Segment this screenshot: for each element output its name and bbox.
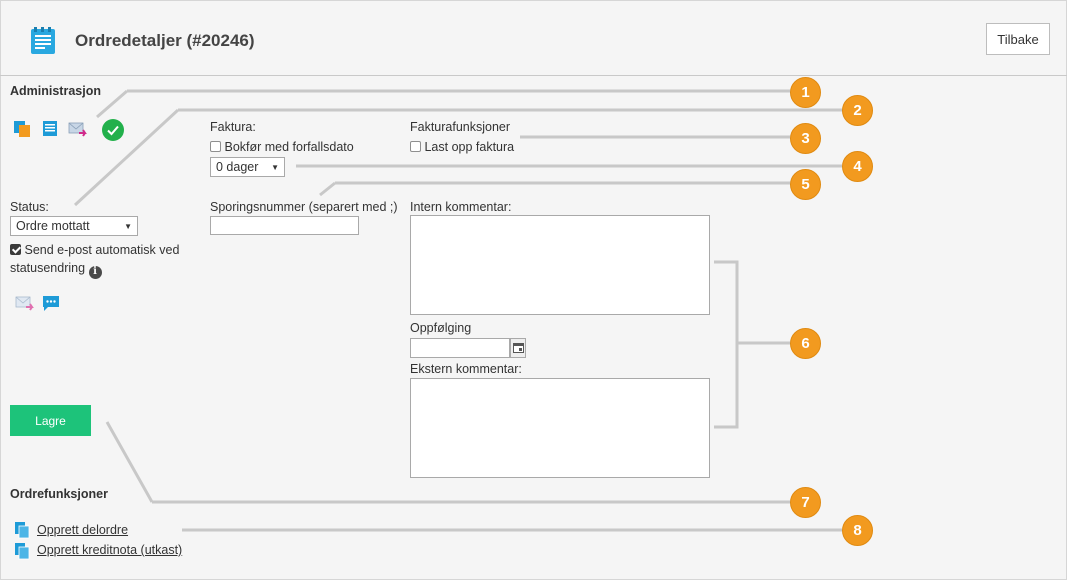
tracking-input[interactable] [210, 216, 359, 235]
book-due-option: Bokfør med forfallsdato [210, 140, 354, 154]
callout-badge-6: 6 [790, 328, 821, 359]
document-copy-icon [15, 543, 30, 560]
forward-email-icon[interactable] [15, 295, 35, 312]
external-comment-textarea[interactable] [410, 378, 710, 478]
status-select-value: Ordre mottatt [16, 219, 90, 233]
book-due-checkbox[interactable] [210, 141, 221, 152]
auto-email-label-line1: Send e-post automatisk ved [24, 243, 180, 257]
invoice-label: Faktura: [210, 120, 256, 134]
create-suborder-link[interactable]: Opprett delordre [37, 523, 129, 537]
upload-invoice-checkbox[interactable] [410, 141, 421, 152]
days-select-value: 0 dager [216, 160, 259, 174]
status-select[interactable]: Ordre mottatt ▼ [10, 216, 138, 236]
chevron-down-icon: ▼ [271, 162, 279, 172]
callout-badge-4: 4 [842, 151, 873, 182]
page-title: Ordredetaljer (#20246) [75, 31, 255, 50]
external-comment-label: Ekstern kommentar: [410, 362, 522, 376]
internal-comment-textarea[interactable] [410, 215, 710, 315]
days-select[interactable]: 0 dager ▼ [210, 157, 285, 177]
callout-badge-7: 7 [790, 487, 821, 518]
internal-comment-label: Intern kommentar: [410, 200, 512, 214]
book-due-label: Bokfør med forfallsdato [224, 140, 354, 154]
followup-label: Oppfølging [410, 321, 472, 335]
callout-badge-8: 8 [842, 515, 873, 546]
document-copy-icon [15, 522, 30, 539]
create-credit-note-link[interactable]: Opprett kreditnota (utkast) [37, 543, 183, 557]
calendar-button[interactable] [510, 338, 526, 358]
save-button[interactable]: Lagre [10, 405, 91, 436]
upload-invoice-option: Last opp faktura [410, 140, 514, 154]
forward-email-icon[interactable] [68, 121, 88, 138]
header-divider [0, 75, 1067, 76]
chevron-down-icon: ▼ [124, 221, 132, 231]
copy-order-icon[interactable] [13, 120, 31, 138]
calendar-icon [512, 343, 524, 353]
chat-icon[interactable] [42, 295, 60, 312]
back-button[interactable]: Tilbake [986, 23, 1050, 55]
callout-badge-3: 3 [790, 123, 821, 154]
order-functions-title: Ordrefunksjoner [10, 487, 108, 501]
info-icon[interactable]: i [88, 265, 102, 279]
auto-email-checkbox[interactable] [10, 244, 21, 255]
check-circle-icon[interactable] [101, 118, 125, 142]
tracking-label: Sporingsnummer (separert med ;) [210, 200, 398, 214]
upload-invoice-label: Last opp faktura [424, 140, 515, 154]
invoice-functions-title: Fakturafunksjoner [410, 120, 511, 134]
auto-email-option: Send e-post automatisk ved statusendring… [10, 241, 210, 279]
order-document-icon [31, 27, 55, 54]
admin-section-title: Administrasjon [10, 84, 101, 98]
callout-badge-2: 2 [842, 95, 873, 126]
callout-badge-5: 5 [790, 169, 821, 200]
print-icon[interactable] [41, 120, 59, 138]
callout-badge-1: 1 [790, 77, 821, 108]
auto-email-label-line2: statusendring [10, 261, 86, 275]
status-label: Status: [10, 200, 49, 214]
followup-date-input[interactable] [410, 338, 510, 358]
